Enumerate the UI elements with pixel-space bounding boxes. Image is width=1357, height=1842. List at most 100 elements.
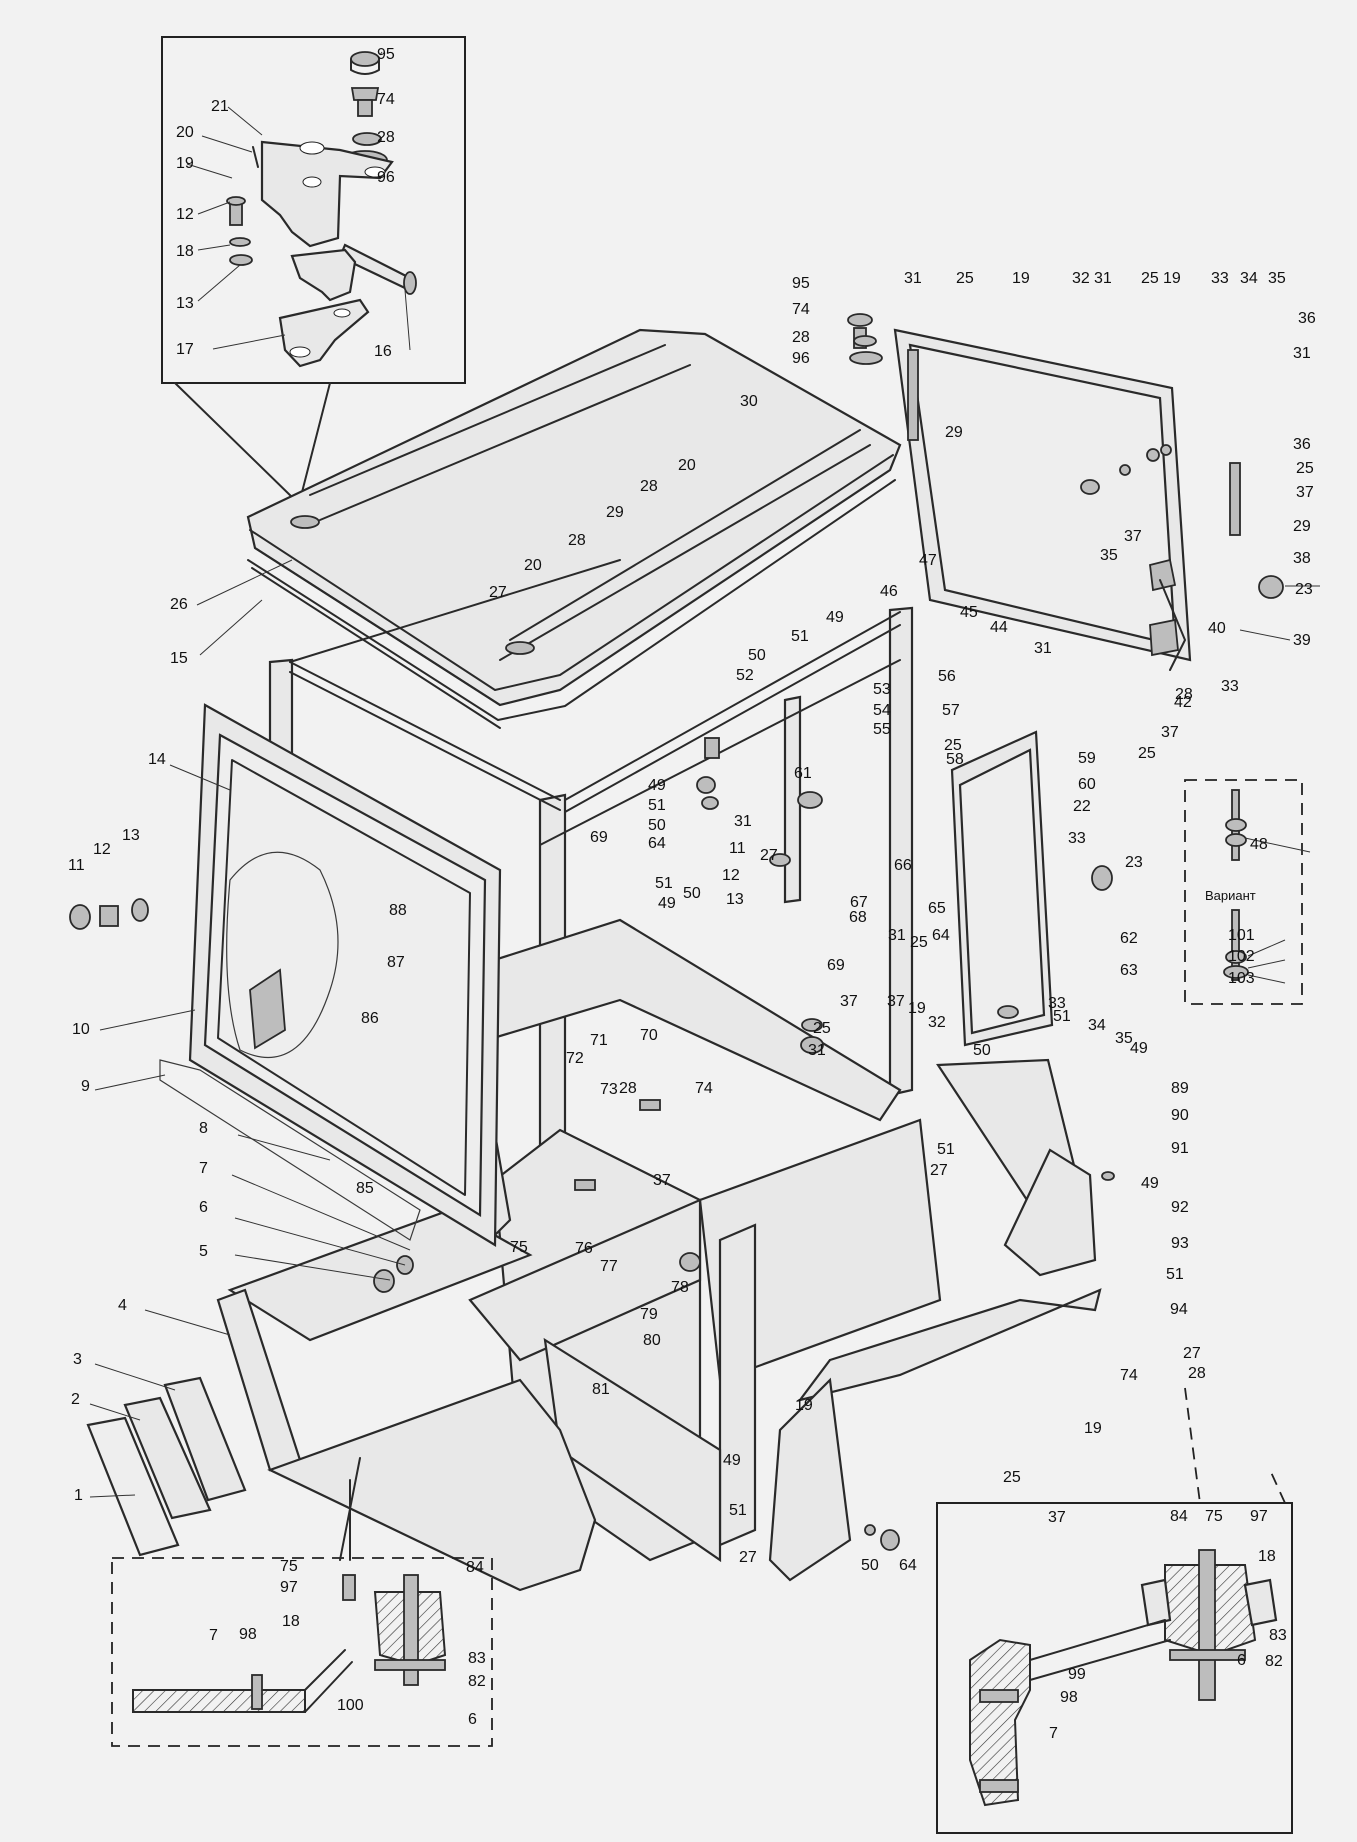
part-label-77: 77 [600, 1258, 618, 1275]
part-label-25: 25 [944, 737, 962, 754]
part-label-69: 69 [590, 829, 608, 846]
part-label-97: 97 [1250, 1508, 1268, 1525]
part-label-28: 28 [640, 478, 658, 495]
part-label-19: 19 [176, 155, 194, 172]
part-label-12: 12 [93, 841, 111, 858]
part-label-73: 73 [600, 1081, 618, 1098]
part-label-19: 19 [908, 1000, 926, 1017]
part-label-49: 49 [658, 895, 676, 912]
part-label-91: 91 [1171, 1140, 1189, 1157]
part-label-7: 7 [199, 1160, 208, 1177]
part-label-71: 71 [590, 1032, 608, 1049]
part-label-60: 60 [1078, 776, 1096, 793]
part-label-20: 20 [524, 557, 542, 574]
part-label-8: 8 [199, 1120, 208, 1137]
part-label-68: 68 [849, 909, 867, 926]
part-label-48: 48 [1250, 836, 1268, 853]
mount-section-left [111, 1457, 493, 1747]
part-label-100: 100 [337, 1697, 364, 1714]
part-label-33: 33 [1211, 270, 1229, 287]
part-label-45: 45 [960, 604, 978, 621]
part-label-99: 99 [1068, 1666, 1086, 1683]
part-label-90: 90 [1171, 1107, 1189, 1124]
part-label-97: 97 [280, 1579, 298, 1596]
part-label-29: 29 [1293, 518, 1311, 535]
part-label-51: 51 [655, 875, 673, 892]
part-label-96: 96 [792, 350, 810, 367]
part-label-31: 31 [904, 270, 922, 287]
side-window [950, 730, 1113, 1047]
leader-lines [89, 51, 1320, 1498]
part-label-3: 3 [73, 1351, 82, 1368]
part-label-74: 74 [695, 1080, 713, 1097]
part-label-37: 37 [887, 993, 905, 1010]
part-label-12: 12 [722, 867, 740, 884]
part-label-82: 82 [468, 1673, 486, 1690]
part-label-37: 37 [1048, 1509, 1066, 1526]
part-label-27: 27 [739, 1549, 757, 1566]
part-label-74: 74 [1120, 1367, 1138, 1384]
part-label-94: 94 [1170, 1301, 1188, 1318]
variant-detail [1184, 779, 1303, 1005]
part-label-37: 37 [1296, 484, 1314, 501]
part-label-25: 25 [1296, 460, 1314, 477]
variant-label: Вариант [1205, 888, 1256, 903]
part-label-25: 25 [1138, 745, 1156, 762]
part-label-14: 14 [148, 751, 166, 768]
part-label-56: 56 [938, 668, 956, 685]
cab-frame [216, 559, 942, 1592]
part-label-42: 42 [1174, 694, 1192, 711]
part-label-44: 44 [990, 619, 1008, 636]
part-label-34: 34 [1240, 270, 1258, 287]
part-label-27: 27 [1183, 1345, 1201, 1362]
part-label-51: 51 [791, 628, 809, 645]
mount-section-right [936, 1387, 1293, 1834]
part-label-31: 31 [1094, 270, 1112, 287]
part-label-28: 28 [568, 532, 586, 549]
part-label-72: 72 [566, 1050, 584, 1067]
part-label-96: 96 [377, 169, 395, 186]
part-label-50: 50 [748, 647, 766, 664]
part-label-25: 25 [813, 1020, 831, 1037]
part-label-33: 33 [1068, 830, 1086, 847]
part-label-6: 6 [468, 1711, 477, 1728]
part-label-50: 50 [683, 885, 701, 902]
part-label-88: 88 [389, 902, 407, 919]
part-label-74: 74 [377, 91, 395, 108]
part-label-50: 50 [861, 1557, 879, 1574]
part-label-103: 103 [1228, 970, 1255, 987]
part-label-7: 7 [1049, 1725, 1058, 1742]
part-label-27: 27 [930, 1162, 948, 1179]
part-label-11: 11 [68, 857, 85, 874]
part-label-17: 17 [176, 341, 194, 358]
part-label-98: 98 [239, 1626, 257, 1643]
part-label-4: 4 [118, 1297, 127, 1314]
part-label-22: 22 [1073, 798, 1091, 815]
part-label-29: 29 [945, 424, 963, 441]
part-label-37: 37 [1161, 724, 1179, 741]
part-label-84: 84 [1170, 1508, 1188, 1525]
part-label-18: 18 [282, 1613, 300, 1630]
part-label-49: 49 [648, 777, 666, 794]
part-label-86: 86 [361, 1010, 379, 1027]
part-label-19: 19 [1163, 270, 1181, 287]
part-label-51: 51 [1053, 1008, 1071, 1025]
part-label-23: 23 [1295, 581, 1313, 598]
part-label-59: 59 [1078, 750, 1096, 767]
part-label-36: 36 [1298, 310, 1316, 327]
part-label-75: 75 [1205, 1508, 1223, 1525]
part-label-28: 28 [619, 1080, 637, 1097]
part-label-66: 66 [894, 857, 912, 874]
part-label-31: 31 [888, 927, 906, 944]
part-label-83: 83 [468, 1650, 486, 1667]
part-label-35: 35 [1100, 547, 1118, 564]
part-label-7: 7 [209, 1627, 218, 1644]
part-label-13: 13 [176, 295, 194, 312]
part-label-35: 35 [1115, 1030, 1133, 1047]
part-label-87: 87 [387, 954, 405, 971]
part-label-89: 89 [1171, 1080, 1189, 1097]
part-label-30: 30 [740, 393, 758, 410]
part-label-102: 102 [1228, 948, 1255, 965]
part-label-93: 93 [1171, 1235, 1189, 1252]
